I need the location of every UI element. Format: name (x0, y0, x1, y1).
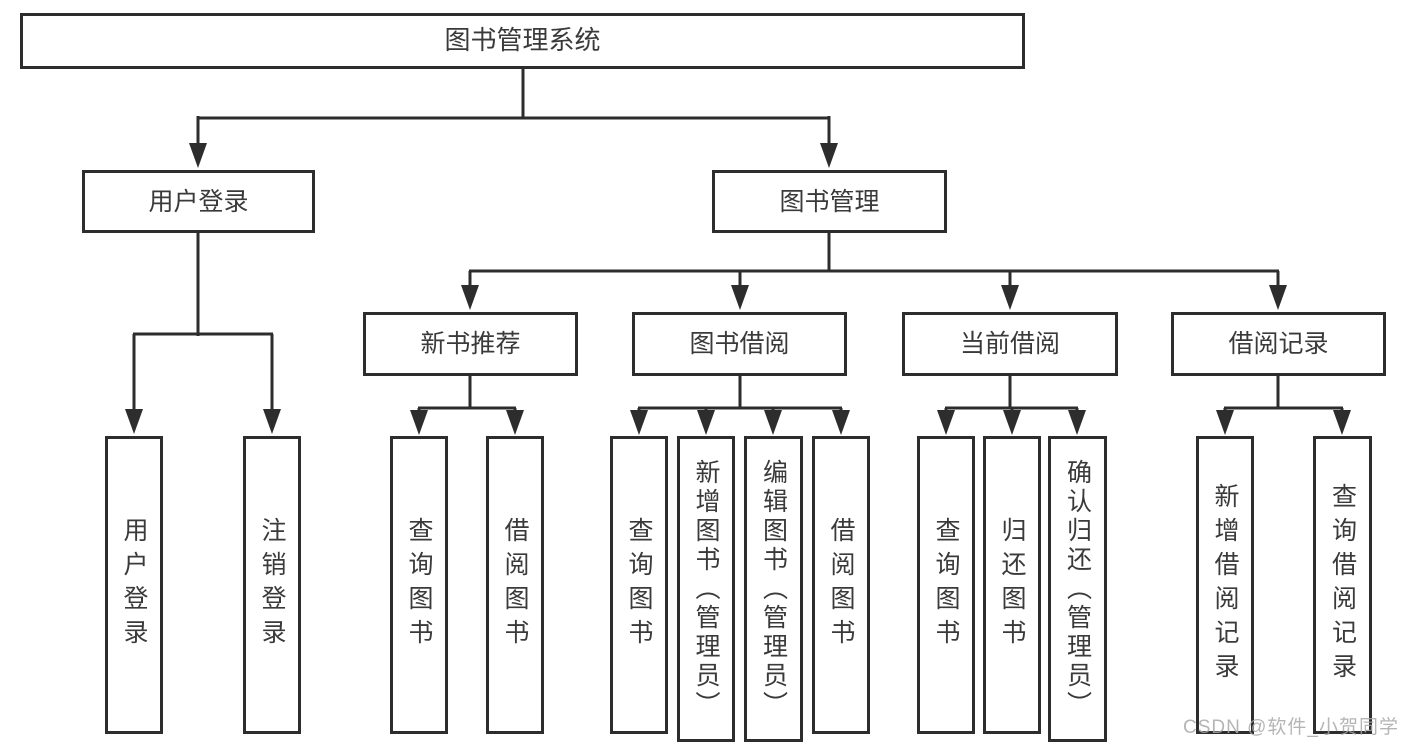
node-book-borrowing: 图书借阅 (632, 312, 847, 376)
node-user-login: 用户登录 (82, 170, 315, 233)
node-new-book-recommend: 新书推荐 (363, 312, 578, 376)
leaf-return-books: 归还图书 (983, 436, 1041, 734)
leaf-add-book-admin: 新增图书（管理员） (677, 436, 735, 742)
leaf-query-books-borrowing: 查询图书 (610, 436, 668, 734)
node-current-borrowing: 当前借阅 (902, 312, 1118, 376)
leaf-logout: 注销登录 (243, 436, 301, 734)
node-borrowing-records: 借阅记录 (1171, 312, 1386, 376)
arrowhead-icons (125, 143, 1351, 435)
leaf-confirm-return-admin: 确认归还（管理员） (1048, 436, 1107, 742)
leaf-query-books-recommend: 查询图书 (390, 436, 448, 734)
leaf-add-borrow-record: 新增借阅记录 (1196, 436, 1254, 734)
leaf-user-login: 用户登录 (105, 436, 163, 734)
leaf-borrow-books-borrowing: 借阅图书 (812, 436, 870, 734)
leaf-edit-book-admin: 编辑图书（管理员） (744, 436, 803, 742)
node-book-management: 图书管理 (712, 170, 947, 233)
node-book-management-system: 图书管理系统 (20, 13, 1025, 69)
leaf-query-borrow-record: 查询借阅记录 (1313, 436, 1372, 734)
leaf-borrow-books-recommend: 借阅图书 (486, 436, 544, 734)
leaf-query-books-current: 查询图书 (917, 436, 975, 734)
csdn-watermark: CSDN @软件_小贺同学 (1183, 717, 1399, 738)
